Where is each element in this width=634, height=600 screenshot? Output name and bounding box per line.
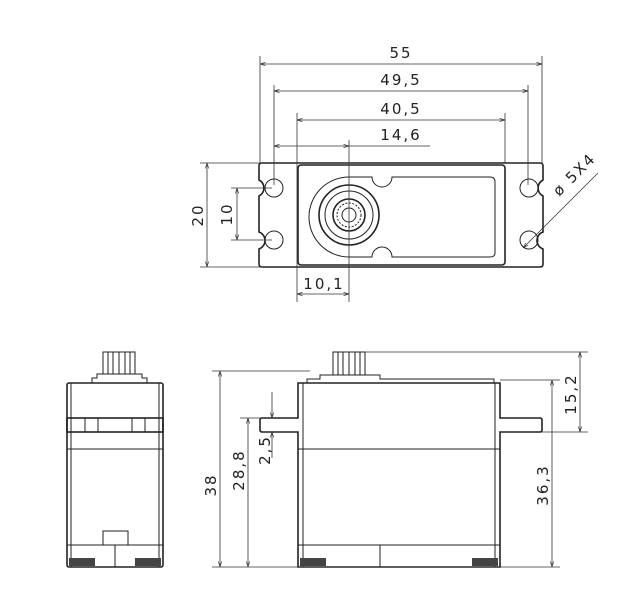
case-outline [297,164,506,266]
dim-width: 20 [189,203,207,226]
side-case-outline [259,382,543,568]
end-flange-band [66,417,164,433]
end-view [66,351,164,568]
dim-overall-height: 38 [202,473,220,496]
dim-case-height: 36,3 [534,464,552,505]
top-view: 55 49,5 40,5 14,6 10,1 20 10 ø 5X4 [189,44,600,302]
case-top-relief [308,176,496,258]
dim-hole-spacing-width: 10 [218,202,236,225]
foot [69,558,95,566]
dim-flange-thickness: 2,5 [256,435,274,465]
dim-case-length: 40,5 [380,100,421,118]
mounting-plate-outline [258,162,544,268]
dim-overall-length: 55 [389,44,412,62]
foot [472,558,498,566]
dim-shaft-from-hole: 14,6 [380,126,421,144]
mount-hole [519,178,539,198]
dim-flange-height: 28,8 [230,449,248,490]
mount-hole [519,230,539,250]
dim-hole-spec: ø 5X4 [549,149,599,199]
foot [300,558,326,566]
side-view: 38 28,8 2,5 15,2 36,3 [202,351,588,568]
dim-hole-spacing-length: 49,5 [380,71,421,89]
cable-exit [102,530,129,546]
end-case [66,382,164,568]
foot [135,558,161,566]
dim-above-flange: 15,2 [562,373,580,414]
dim-shaft-from-case: 10,1 [303,275,344,293]
